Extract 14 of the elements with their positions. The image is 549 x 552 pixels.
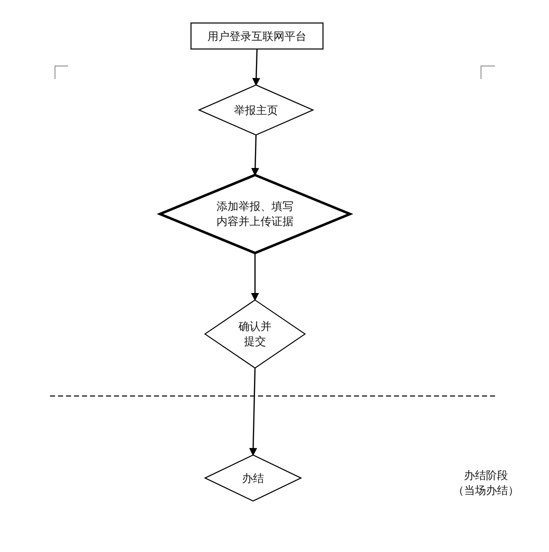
arrow bbox=[251, 253, 259, 301]
decision-diamond bbox=[205, 300, 305, 368]
node-label: 确认并提交 bbox=[238, 319, 272, 349]
stage-label: 办结阶段（当场办结） bbox=[452, 468, 520, 498]
arrow bbox=[251, 134, 260, 176]
process-box bbox=[191, 23, 323, 49]
arrow bbox=[249, 368, 258, 456]
node-label: 办结 bbox=[242, 470, 264, 486]
decision-diamond bbox=[205, 455, 301, 501]
arrow bbox=[252, 48, 260, 86]
node-label: 举报主页 bbox=[234, 102, 278, 118]
node-label: 添加举报、填写内容并上传证据 bbox=[216, 199, 294, 229]
node-label: 用户登录互联网平台 bbox=[208, 28, 306, 44]
decision-diamond bbox=[199, 85, 313, 135]
